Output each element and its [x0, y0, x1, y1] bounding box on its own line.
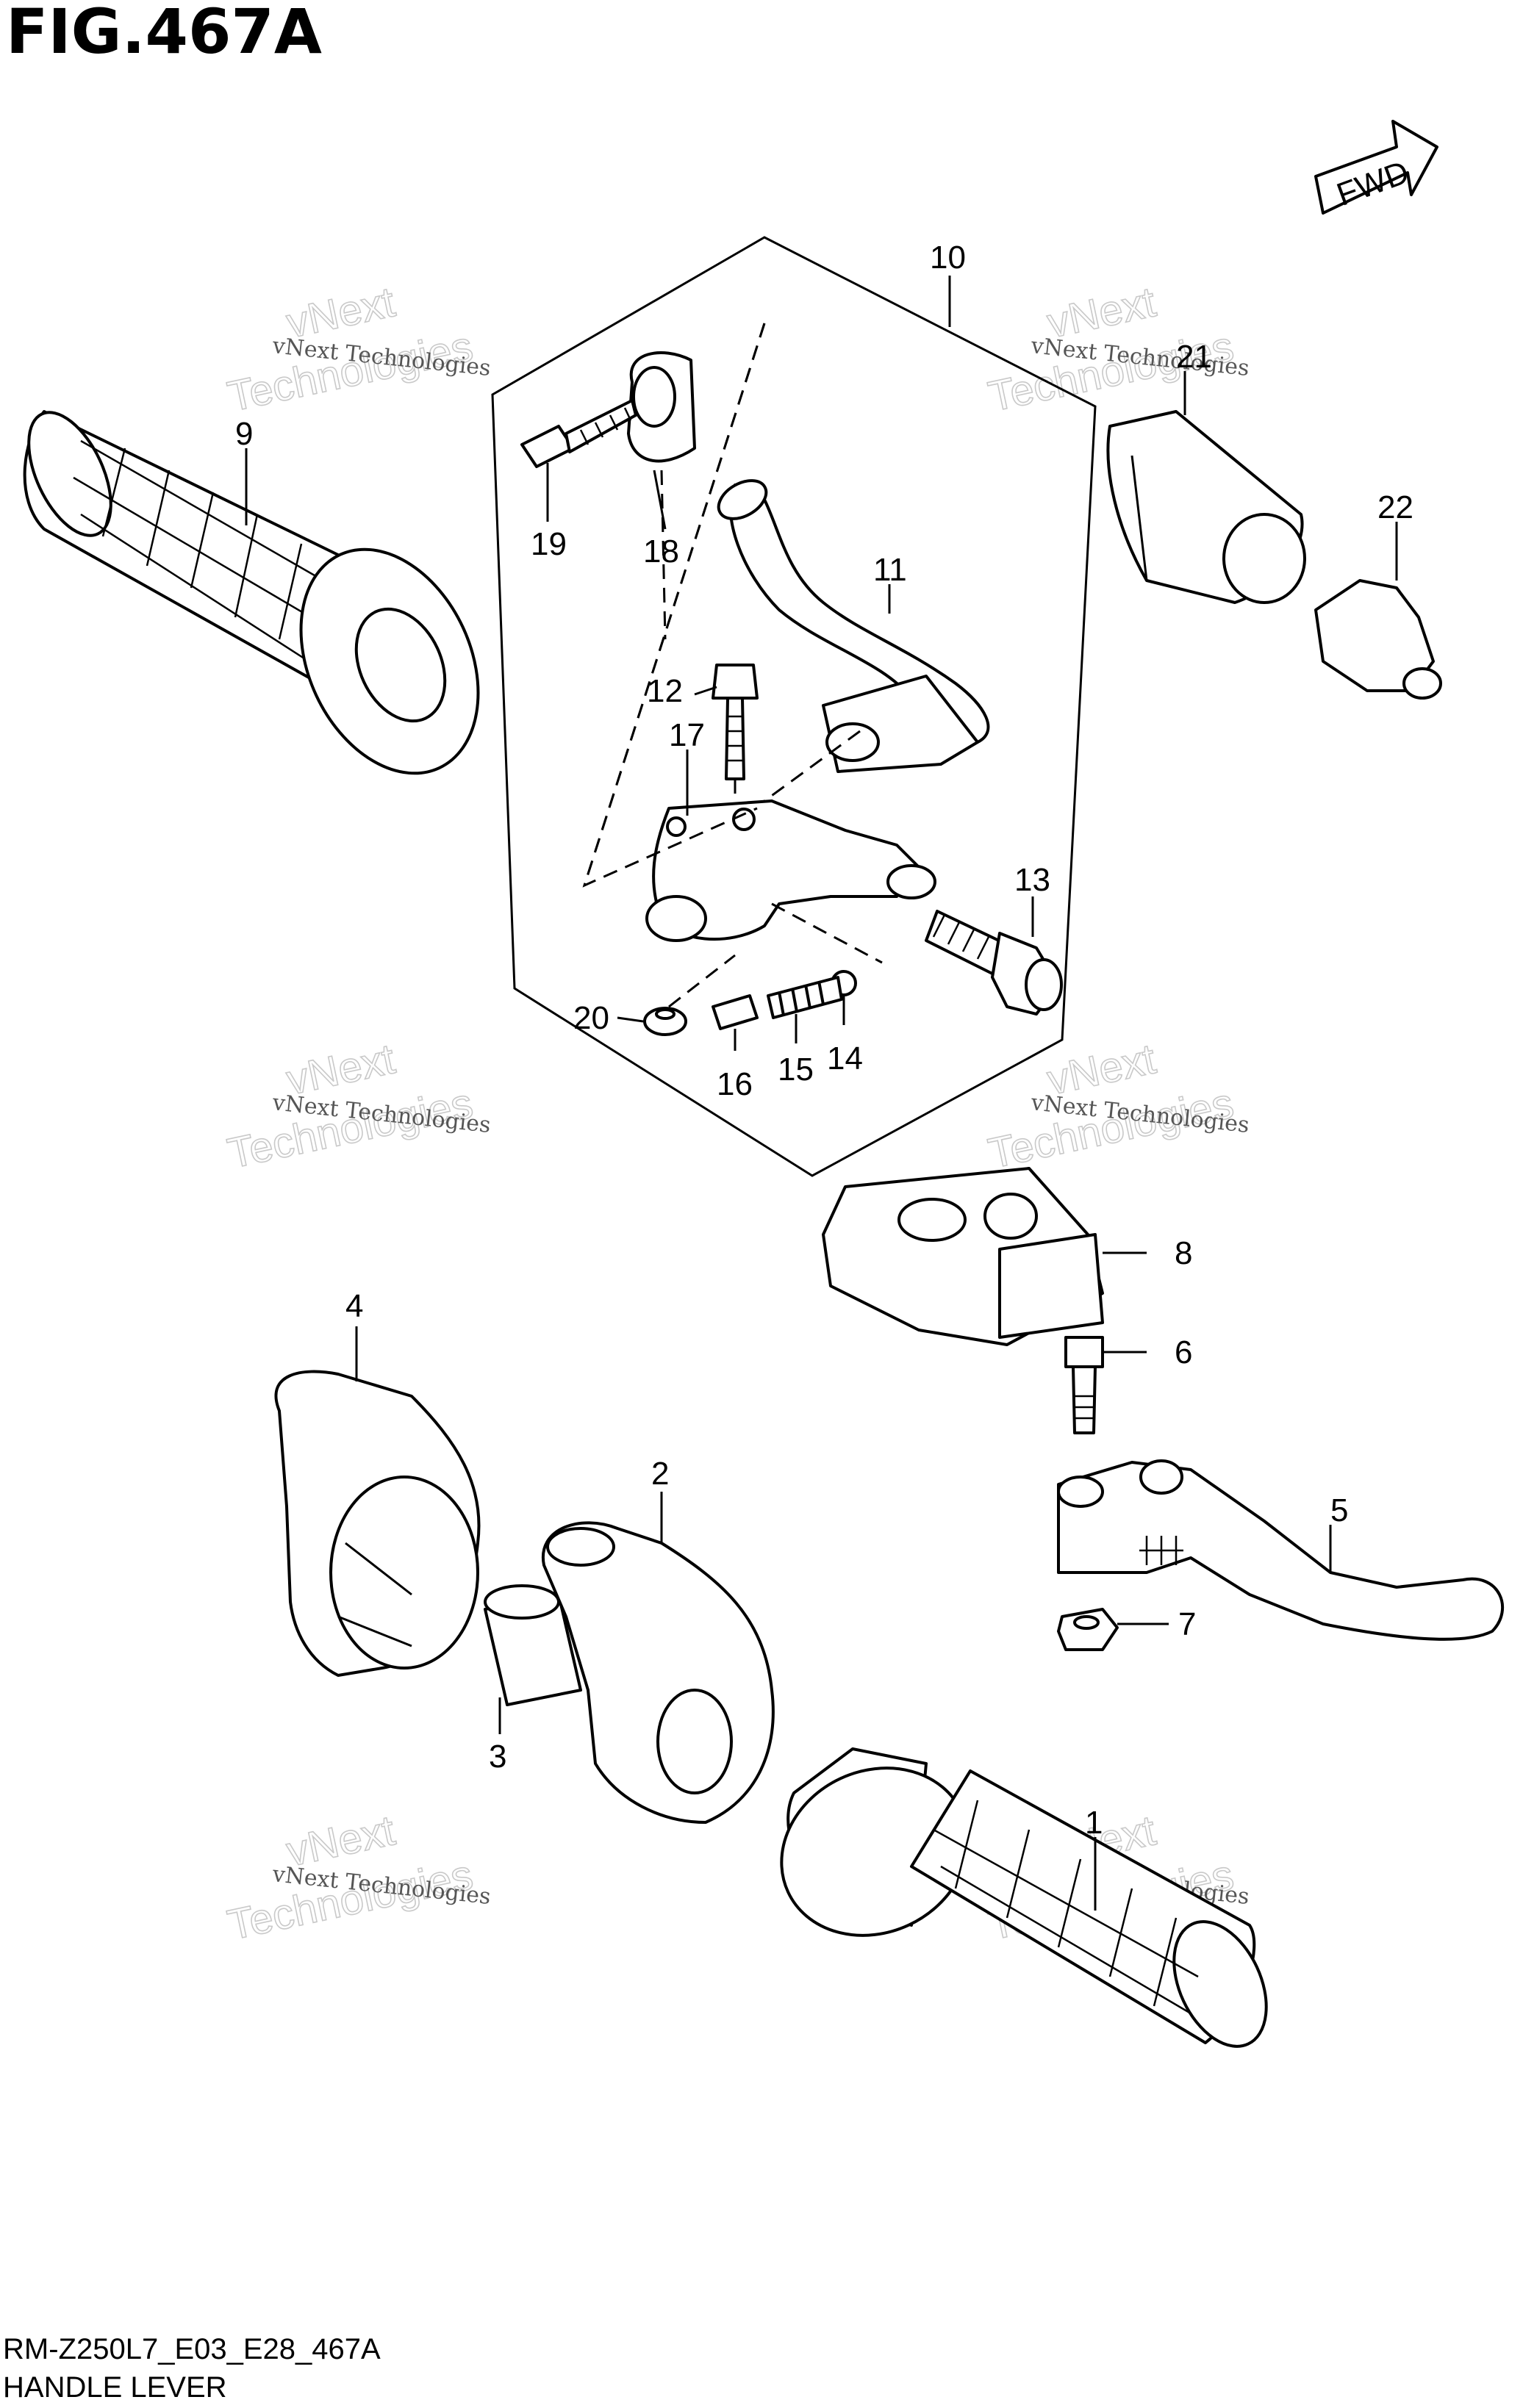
- callout-22: 22: [1377, 489, 1413, 525]
- callout-10: 10: [930, 240, 966, 276]
- callout-20: 20: [573, 1000, 609, 1036]
- callout-14: 14: [827, 1041, 863, 1077]
- callout-12: 12: [647, 673, 683, 709]
- callout-5: 5: [1330, 1492, 1348, 1528]
- figure-subtitle: HANDLE LEVER: [3, 2371, 227, 2404]
- part-17-perch: [645, 799, 936, 942]
- watermark-top-left: vNext Technologies vNext Technologies: [223, 278, 492, 422]
- part-1-right-grip: [780, 1747, 1268, 2048]
- callout-8: 8: [1175, 1235, 1192, 1271]
- part-5-brake-lever: [1057, 1459, 1505, 1641]
- assembly-guides: [582, 323, 883, 1008]
- part-8-boot: [822, 1167, 1104, 1346]
- part-15-spring: [767, 976, 843, 1019]
- part-4-throttle-cover: [274, 1370, 481, 1677]
- part-18-clamp: [627, 351, 696, 463]
- leader-lines: [245, 276, 1398, 1911]
- watermark-mid-left: vNext Technologies vNext Technologies: [223, 1035, 492, 1179]
- callout-3: 3: [489, 1739, 506, 1775]
- callout-21: 21: [1176, 339, 1212, 375]
- callouts: 9 10 21 22 11 12 17 19 18 13 20 14 15 16…: [235, 240, 1413, 1841]
- part-19-bolt: [520, 399, 637, 468]
- callout-9: 9: [235, 416, 253, 452]
- part-9-left-grip: [23, 410, 480, 775]
- callout-11: 11: [873, 552, 907, 588]
- callout-1: 1: [1085, 1805, 1103, 1841]
- callout-2: 2: [651, 1456, 669, 1492]
- part-11-lever: [717, 479, 990, 773]
- callout-7: 7: [1178, 1606, 1196, 1642]
- assembly-10-outline: [491, 236, 1097, 1177]
- figure-title: FIG.467A: [6, 0, 322, 68]
- callout-18: 18: [643, 533, 679, 569]
- callout-16: 16: [717, 1066, 753, 1102]
- figure-code: RM-Z250L7_E03_E28_467A: [3, 2333, 381, 2365]
- part-2-throttle-housing: [541, 1521, 775, 1824]
- part-21-cable-cover: [1106, 410, 1306, 604]
- part-16-pin: [712, 994, 759, 1030]
- callout-17: 17: [669, 717, 705, 753]
- watermark-mid-right: vNext Technologies vNext Technologies: [983, 1035, 1250, 1179]
- part-7-nut: [1057, 1608, 1119, 1651]
- callout-15: 15: [778, 1052, 814, 1088]
- part-20-nut: [643, 1007, 687, 1036]
- watermark-bottom-left: vNext Technologies vNext Technologies: [223, 1806, 492, 1950]
- callout-4: 4: [345, 1288, 363, 1324]
- part-22-adjuster-nut: [1314, 579, 1442, 700]
- part-6-bolt: [1064, 1336, 1104, 1434]
- part-3-collar: [484, 1584, 582, 1706]
- callout-13: 13: [1014, 862, 1050, 898]
- fwd-arrow-icon: FWD: [1314, 120, 1438, 215]
- part-12-pivot-bolt: [712, 664, 759, 780]
- part-13-adjuster: [925, 910, 1063, 1016]
- callout-19: 19: [531, 526, 567, 562]
- callout-6: 6: [1175, 1334, 1192, 1370]
